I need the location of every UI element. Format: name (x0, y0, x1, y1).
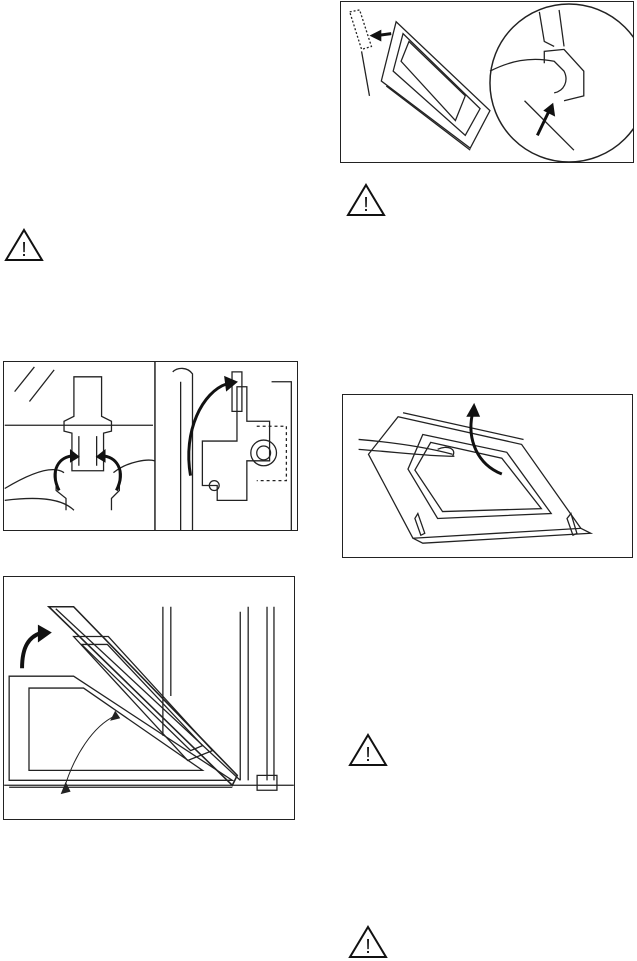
svg-text:!: ! (365, 936, 371, 958)
glass-panel-removal-illustration (342, 394, 633, 558)
door-removal-illustration (3, 576, 295, 820)
door-trim-removal-illustration (340, 1, 634, 163)
warning-icon: ! (346, 183, 386, 217)
warning-icon: ! (348, 733, 388, 767)
svg-text:!: ! (363, 194, 369, 216)
hinge-lever-illustration (3, 361, 298, 531)
hinge-right-panel (173, 368, 292, 530)
warning-icon: ! (4, 228, 44, 262)
svg-text:!: ! (365, 744, 371, 766)
warning-icon: ! (348, 925, 388, 959)
hinge-left-panel (5, 367, 155, 510)
svg-text:!: ! (21, 239, 27, 261)
